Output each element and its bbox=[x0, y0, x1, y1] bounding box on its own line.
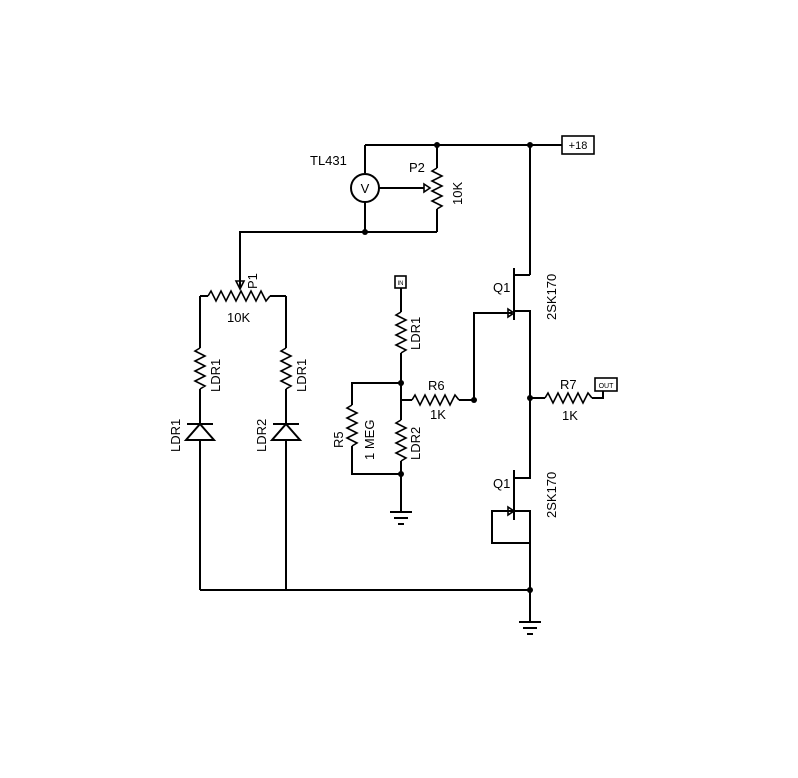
p1-section: P1 10K bbox=[200, 273, 286, 325]
supply-tag-text: +18 bbox=[569, 140, 588, 152]
gate-wire bbox=[459, 312, 512, 401]
led-a-icon bbox=[183, 422, 217, 441]
meter-symbol-text: V bbox=[361, 181, 370, 196]
out-tag-text: OUT bbox=[599, 383, 615, 390]
q1-top-name-label: Q1 bbox=[493, 280, 510, 295]
p1-potentiometer bbox=[207, 289, 271, 303]
q1-bottom-source bbox=[514, 510, 531, 622]
q1-top-part-label: 2SK170 bbox=[544, 274, 559, 320]
led-b-icon bbox=[269, 422, 303, 441]
wire bbox=[351, 382, 401, 405]
reference-section: V TL431 P2 10K bbox=[239, 142, 562, 287]
ldr-resistor-b-label: LDR1 bbox=[294, 359, 309, 392]
q1-bottom-drain bbox=[514, 398, 531, 479]
out-tag-box bbox=[594, 377, 618, 392]
tl431-label: TL431 bbox=[310, 153, 347, 168]
left-ldr-branch-b: LDR1 LDR2 bbox=[254, 296, 309, 590]
p1-value-label: 10K bbox=[227, 310, 250, 325]
wire bbox=[592, 391, 604, 399]
mid-ldr-top-label: LDR1 bbox=[408, 317, 423, 350]
wire bbox=[239, 231, 437, 287]
q1-bottom-gate-loop bbox=[491, 510, 530, 544]
input-section: IN LDR1 LDR2 R5 1 MEG R6 1K bbox=[331, 275, 512, 525]
q1-bottom-part-label: 2SK170 bbox=[544, 472, 559, 518]
in-tag-text: IN bbox=[398, 281, 404, 287]
led-b-label: LDR2 bbox=[254, 419, 269, 452]
r5-name-label: R5 bbox=[331, 431, 346, 448]
r7-name-label: R7 bbox=[560, 377, 577, 392]
wire bbox=[351, 446, 401, 475]
mid-ldr-bottom-label: LDR2 bbox=[408, 427, 423, 460]
output-stage: Q1 2SK170 R7 1K OUT Q1 2SK170 bbox=[491, 142, 618, 635]
led-a-label: LDR1 bbox=[168, 419, 183, 452]
q1-top-source bbox=[514, 310, 531, 398]
r5-value-label: 1 MEG bbox=[362, 420, 377, 460]
ldr-resistor-b bbox=[279, 347, 293, 390]
junction-dot bbox=[527, 142, 533, 148]
left-ldr-branch-a: LDR1 LDR1 bbox=[168, 296, 223, 590]
ldr-resistor-a-label: LDR1 bbox=[208, 359, 223, 392]
arrow-icon bbox=[507, 307, 516, 319]
junction-dot bbox=[434, 142, 440, 148]
r6-value-label: 1K bbox=[430, 407, 446, 422]
r7-value-label: 1K bbox=[562, 408, 578, 423]
junction-dot bbox=[362, 229, 368, 235]
junction-dot bbox=[527, 587, 533, 593]
junction-dot bbox=[471, 397, 477, 403]
q1-bottom-name-label: Q1 bbox=[493, 476, 510, 491]
arrow-icon bbox=[234, 280, 246, 291]
r6-name-label: R6 bbox=[428, 378, 445, 393]
ldr-resistor-a bbox=[193, 347, 207, 390]
mid-ldr-top-resistor bbox=[394, 311, 408, 354]
arrow-icon bbox=[423, 182, 432, 194]
p2-potentiometer bbox=[430, 167, 444, 210]
r7-resistor bbox=[544, 391, 593, 405]
supply-tag-box bbox=[561, 135, 595, 155]
p1-name-label: P1 bbox=[245, 273, 260, 289]
p2-value-label: 10K bbox=[450, 182, 465, 205]
r6-resistor bbox=[411, 393, 460, 407]
r5-resistor bbox=[345, 404, 359, 447]
p2-name-label: P2 bbox=[409, 160, 425, 175]
supply-tag: +18 bbox=[561, 135, 595, 155]
mid-ldr-bottom-resistor bbox=[394, 419, 408, 462]
